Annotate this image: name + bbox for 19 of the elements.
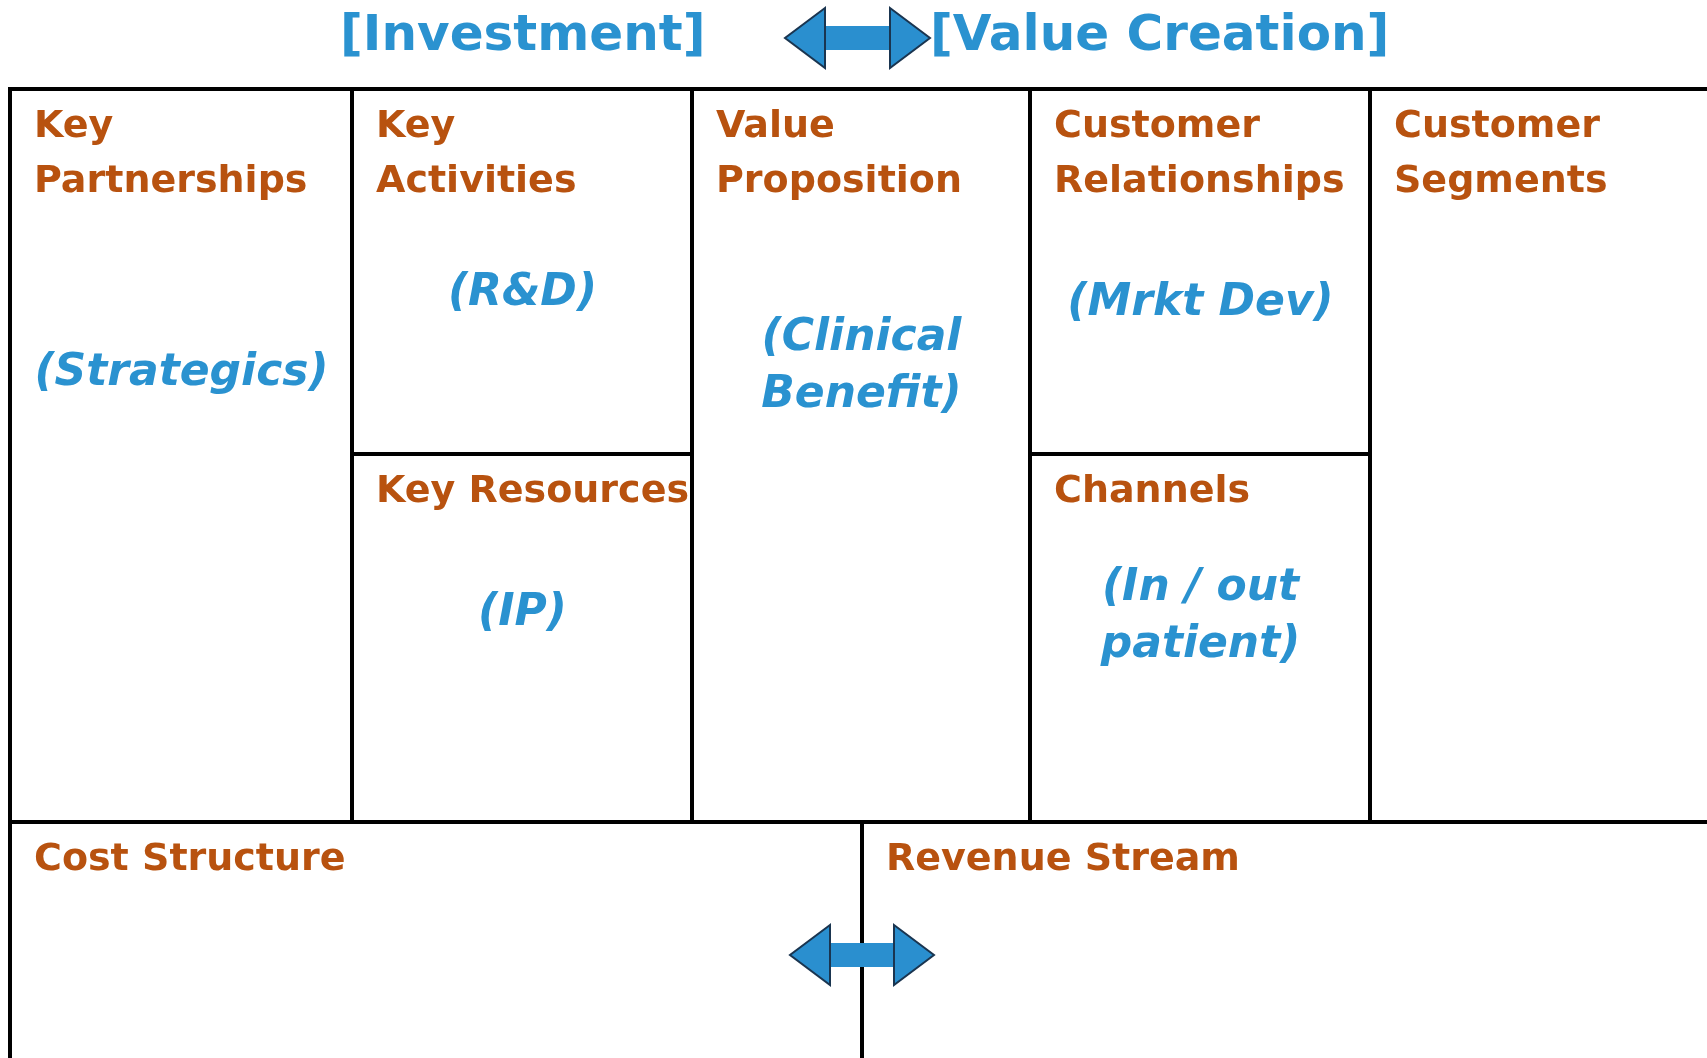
double-arrow <box>789 924 935 986</box>
heading-text: [Value Creation] <box>930 8 1490 68</box>
block-heading: Key Activities <box>376 101 578 204</box>
block-note: (Mrkt Dev) <box>1066 273 1335 327</box>
block-heading: Key Partnerships <box>34 101 309 204</box>
block-heading: Customer Relationships <box>1054 101 1346 204</box>
block-heading: Key Resources <box>376 466 691 513</box>
heading-text: [Investment] <box>340 8 785 68</box>
block-heading: Value Proposition <box>716 101 963 204</box>
block-note: (Strategics) <box>33 343 330 397</box>
block-note: (Clinical Benefit) <box>760 308 963 420</box>
block-note: (In / out patient) <box>1099 558 1302 670</box>
double-arrow <box>784 7 931 69</box>
block-heading: Revenue Stream <box>886 834 1241 881</box>
block-heading: Customer Segments <box>1394 101 1609 204</box>
block-note: (IP) <box>477 583 568 637</box>
block-heading: Cost Structure <box>34 834 347 881</box>
block-note: (R&D) <box>447 263 598 317</box>
block-heading: Channels <box>1054 466 1252 513</box>
